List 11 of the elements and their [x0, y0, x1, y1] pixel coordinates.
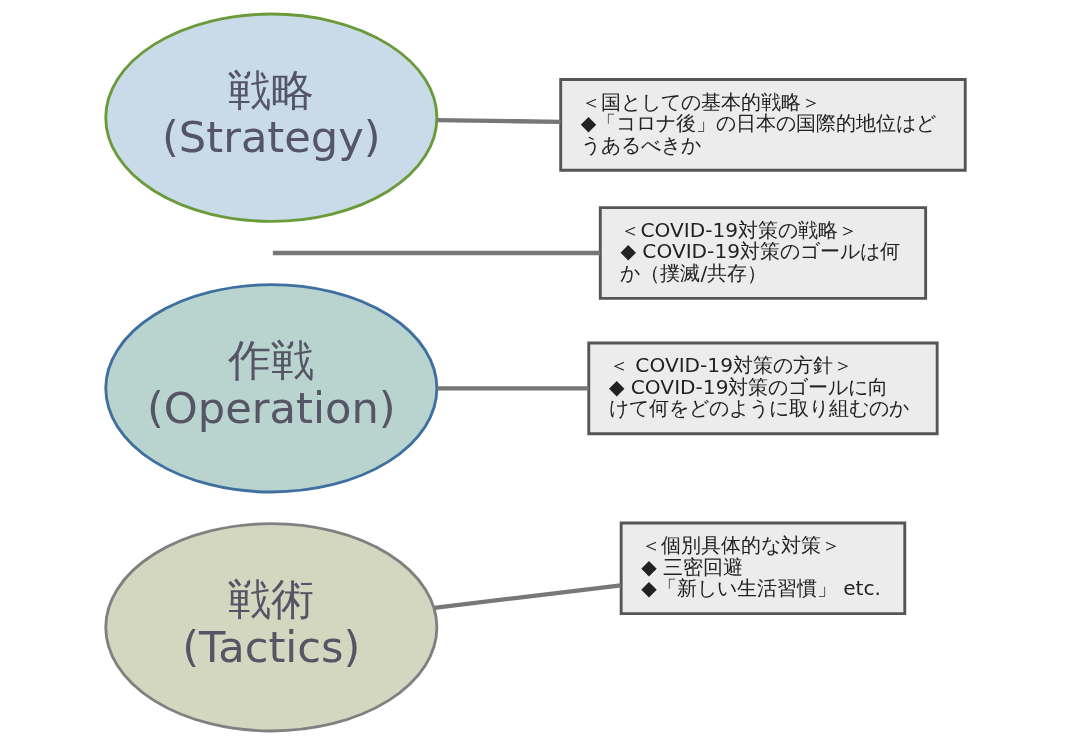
node-ellipse: 戦略 (Strategy) — [104, 12, 439, 223]
node-box: ＜ COVID-19対策の方針＞ ◆ COVID-19対策のゴールに向けて何をどのように取り組むのか — [587, 341, 939, 436]
node-box: ＜国としての基本的戦略＞ ◆「コロナ後」の日本の国際的地位はどうあるべきか — [559, 78, 967, 172]
node-box: ＜個別具体的な対策＞ ◆ 三密回避 ◆「新しい生活習慣」 etc. — [619, 521, 907, 616]
connector — [272, 250, 601, 256]
node-ellipse: 戦術 (Tactics) — [104, 522, 439, 733]
connector — [433, 583, 622, 610]
node-box: ＜COVID-19対策の戦略＞ ◆ COVID-19対策のゴールは何か（撲滅/共存） — [598, 206, 928, 300]
connector — [437, 386, 589, 391]
connector — [436, 117, 561, 125]
node-ellipse: 作戦 (Operation) — [104, 283, 439, 494]
